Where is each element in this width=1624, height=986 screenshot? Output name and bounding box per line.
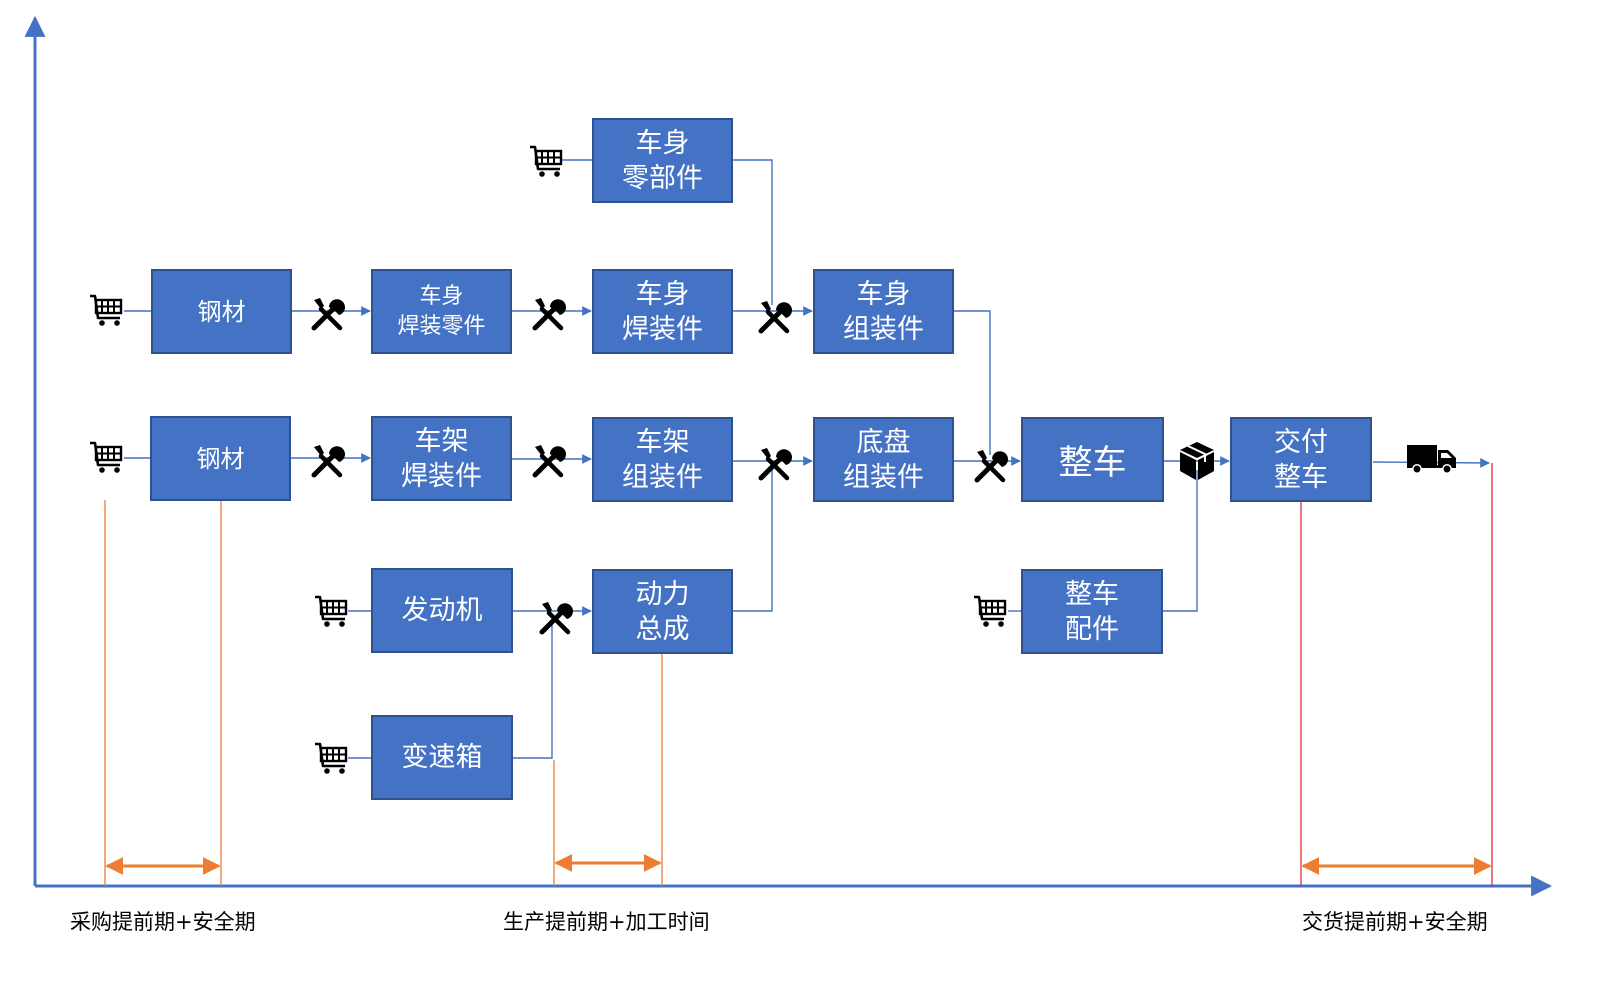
package-box-icon	[1180, 442, 1214, 480]
reference-lines	[104, 463, 1493, 886]
connector-accessories-merge	[1163, 470, 1198, 612]
wrench-screwdriver-icon	[535, 298, 566, 328]
body-weld-assembly-box: 车身 焊装件	[592, 269, 733, 354]
powertrain-box: 动力 总成	[592, 569, 733, 654]
steel-box-bottom: 钢材	[150, 416, 291, 501]
connector-bodyassembly-vehicle	[954, 310, 991, 455]
frame-assembly-box: 车架 组装件	[592, 417, 733, 502]
delivery-lead-time-label: 交货提前期+安全期	[1302, 910, 1488, 934]
lead-time-intervals	[105, 854, 1492, 875]
delivery-truck-icon	[1407, 445, 1456, 474]
connector-gearbox-merge	[513, 622, 553, 759]
axes	[24, 15, 1553, 897]
gearbox-box: 变速箱	[371, 715, 513, 800]
body-parts-box: 车身 零部件	[592, 118, 733, 203]
procurement-lead-time-label: 采购提前期+安全期	[70, 910, 256, 934]
wrench-screwdriver-icon	[535, 445, 566, 475]
vehicle-box: 整车	[1021, 417, 1164, 502]
production-lead-time-label: 生产提前期+加工时间	[503, 910, 710, 934]
frame-weld-box: 车架 焊装件	[371, 416, 512, 501]
chassis-assembly-box: 底盘 组装件	[813, 417, 954, 502]
vehicle-accessories-box: 整车 配件	[1021, 569, 1163, 654]
wrench-screwdriver-icon	[761, 301, 792, 331]
shopping-cart-icon	[313, 742, 348, 776]
connector-bodyparts-merge	[733, 159, 773, 305]
engine-box: 发动机	[371, 568, 513, 653]
shopping-cart-icon	[88, 441, 123, 475]
body-weld-parts-box: 车身 焊装零件	[371, 269, 512, 354]
steel-box-top: 钢材	[151, 269, 292, 354]
shopping-cart-icon	[313, 595, 348, 629]
wrench-screwdriver-icon	[761, 448, 792, 478]
wrench-screwdriver-icon	[542, 602, 573, 632]
wrench-screwdriver-icon	[314, 445, 345, 475]
shopping-cart-icon	[528, 145, 563, 179]
wrench-screwdriver-icon	[977, 450, 1008, 480]
connector-powertrain-merge	[733, 470, 773, 612]
shopping-cart-icon	[88, 294, 123, 328]
wrench-screwdriver-icon	[314, 298, 345, 328]
deliver-vehicle-box: 交付 整车	[1230, 417, 1372, 502]
body-assembly-box: 车身 组装件	[813, 269, 954, 354]
shopping-cart-icon	[972, 595, 1007, 629]
